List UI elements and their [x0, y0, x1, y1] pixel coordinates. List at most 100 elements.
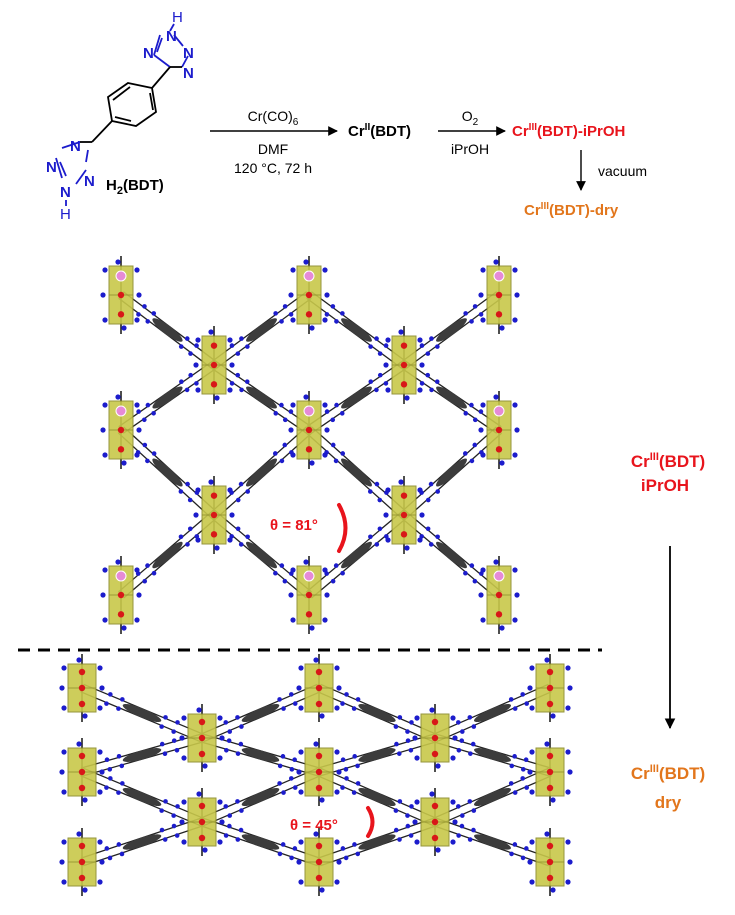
- intermediate-label: CrII(BDT): [348, 122, 411, 140]
- nitrogen-atom: [282, 304, 288, 309]
- nitrogen-atom: [529, 839, 535, 845]
- nitrogen-atom: [512, 402, 518, 408]
- nitrogen-atom: [214, 395, 220, 401]
- nitrogen-atom: [374, 481, 380, 487]
- step1-solvent: DMF: [258, 141, 288, 157]
- nitrogen-atom: [417, 387, 423, 393]
- nitrogen-atom: [524, 701, 529, 706]
- bdt-linker: [306, 291, 407, 369]
- nitrogen-atom: [374, 336, 379, 341]
- upper-angle-arc: [337, 503, 348, 553]
- nitrogen-atom: [282, 442, 288, 448]
- nitrogen-atom: [115, 394, 121, 400]
- nitrogen-atom: [279, 319, 284, 324]
- nitrogen-atom: [508, 781, 514, 786]
- nitrogen-atom: [435, 847, 441, 853]
- benzene-ellipse: [241, 703, 280, 723]
- bdt-linker: [210, 426, 313, 519]
- benzene-ellipse: [122, 748, 162, 762]
- oxygen-atom: [431, 818, 439, 826]
- nitrogen-atom: [171, 729, 176, 734]
- nitrogen-atom: [193, 362, 199, 368]
- nitrogen-atom: [202, 763, 208, 769]
- nitrogen-atom: [239, 336, 244, 341]
- cr-node: [478, 256, 520, 334]
- upper-side-label-line2: iPrOH: [641, 476, 689, 495]
- nitrogen-atom: [467, 715, 473, 720]
- nitrogen-atom: [174, 833, 180, 838]
- bdt-linker: [433, 733, 552, 777]
- nitrogen-atom: [102, 567, 108, 573]
- cr-node: [383, 326, 425, 404]
- nitrogen-atom: [226, 738, 232, 743]
- nitrogen-atom: [469, 563, 475, 568]
- nitrogen-atom: [181, 839, 187, 845]
- cr-node: [412, 704, 458, 772]
- benzene-ellipse: [246, 541, 277, 569]
- oxygen-atom: [198, 734, 206, 742]
- nitrogen-atom: [333, 563, 339, 568]
- nitrogen-atom: [319, 887, 325, 893]
- nitrogen-atom: [104, 701, 109, 706]
- oxygen-atom: [78, 768, 86, 776]
- nitrogen-atom: [512, 842, 518, 847]
- nitrogen-atom: [227, 813, 233, 818]
- nitrogen-atom: [344, 776, 349, 781]
- benzene-ellipse: [358, 748, 396, 762]
- oxygen-atom: [78, 842, 86, 850]
- nitrogen-atom: [116, 754, 122, 759]
- nitrogen-atom: [195, 537, 201, 543]
- nitrogen-atom: [394, 741, 399, 747]
- pink-node: [303, 570, 315, 582]
- nitrogen-atom: [322, 267, 328, 273]
- nitrogen-atom: [334, 319, 339, 324]
- step2-reagent: O2: [462, 108, 479, 128]
- oxygen-atom: [210, 531, 218, 538]
- nitrogen-atom: [459, 729, 465, 734]
- nitrogen-atom: [322, 567, 328, 573]
- nitrogen-atom: [97, 879, 103, 885]
- nitrogen-atom: [478, 312, 484, 317]
- oxygen-atom: [546, 752, 554, 760]
- oxygen-atom: [315, 668, 323, 676]
- upper-angle-label: θ = 81°: [270, 517, 318, 534]
- lower-angle-label: θ = 45°: [290, 817, 338, 834]
- nitrogen-atom: [340, 570, 345, 576]
- nitrogen-atom: [527, 769, 533, 775]
- nitrogen-atom: [428, 481, 434, 487]
- nitrogen-atom: [393, 724, 399, 729]
- bdt-linker: [80, 817, 204, 867]
- nitrogen-atom: [142, 304, 147, 309]
- benzene-ellipse: [246, 318, 277, 342]
- upper-nodes: [100, 256, 520, 634]
- oxygen-atom: [78, 752, 86, 760]
- nitrogen-atom: [235, 837, 241, 842]
- nitrogen-atom: [100, 427, 106, 433]
- reaction-scheme: Cr(CO)6 DMF 120 °C, 72 h CrII(BDT) O2 iP…: [210, 108, 647, 219]
- nitrogen-atom: [336, 685, 342, 691]
- nitrogen-atom: [452, 819, 458, 825]
- nitrogen-atom: [409, 804, 414, 809]
- nitrogen-atom: [281, 706, 286, 711]
- nitrogen-atom: [385, 337, 391, 343]
- nitrogen-atom: [324, 312, 330, 317]
- benzene-ellipse: [152, 318, 183, 342]
- benzene-ellipse: [122, 834, 162, 850]
- nitrogen-atom: [108, 692, 113, 697]
- nitrogen-atom: [272, 451, 278, 456]
- nitrogen-atom: [471, 808, 477, 813]
- nitrogen-atom: [398, 329, 404, 335]
- nitrogen-atom: [108, 776, 113, 781]
- nitrogen-atom: [419, 343, 425, 348]
- nitrogen-atom: [288, 776, 294, 781]
- bdt-linker: [200, 733, 321, 777]
- nitrogen-atom: [219, 735, 225, 741]
- oxygen-atom: [546, 768, 554, 776]
- nitrogen-atom: [368, 534, 373, 540]
- nitrogen-atom: [385, 537, 391, 543]
- nitrogen-atom: [520, 855, 526, 861]
- nitrogen-atom: [107, 855, 113, 861]
- nitrogen-atom: [425, 372, 431, 378]
- nitrogen-atom: [529, 705, 535, 711]
